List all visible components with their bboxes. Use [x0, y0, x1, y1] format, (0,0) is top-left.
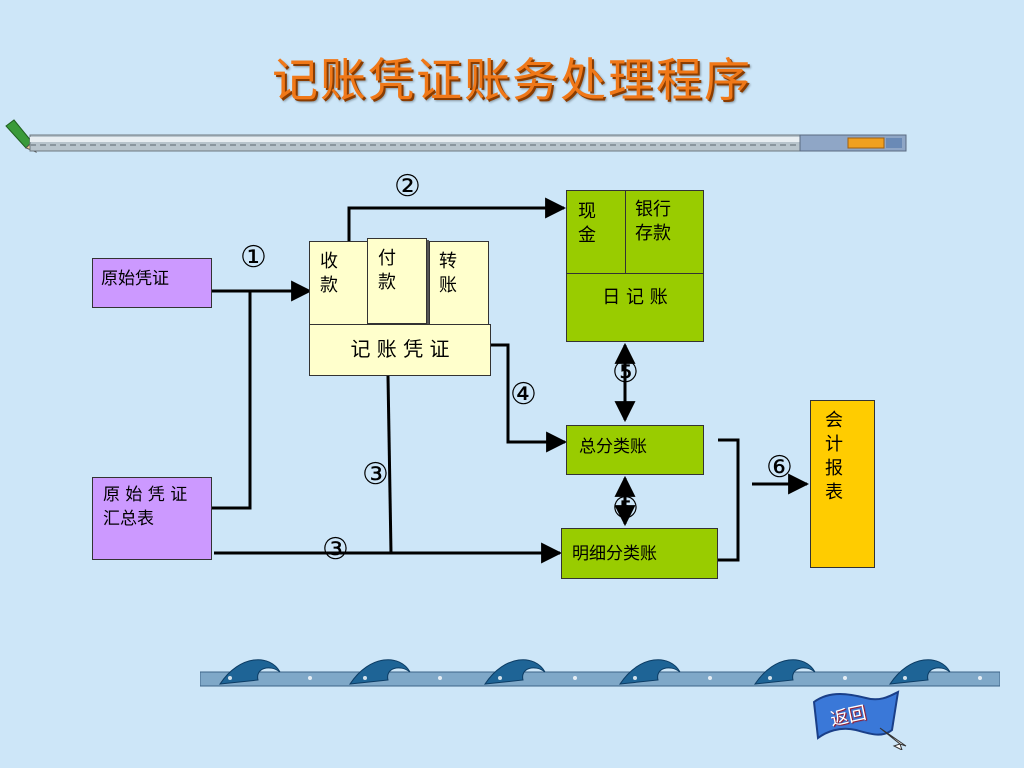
- voucher-divider: [429, 241, 430, 327]
- original-summary-label-2: 汇总表: [103, 509, 154, 529]
- step-3-label-b: ③: [322, 532, 349, 567]
- journal-vdivider: [625, 190, 626, 274]
- accounting-report-box: 会计 报表: [810, 400, 875, 568]
- flag-icon: [812, 690, 907, 750]
- journal-box: [566, 190, 704, 342]
- detail-ledger-box: 明细分类账: [561, 528, 718, 579]
- original-summary-label-1: 原 始 凭 证: [103, 485, 188, 505]
- arrow-step-4: [491, 343, 568, 453]
- step-5-label-b: ⑤: [612, 491, 639, 526]
- journal-hdivider: [566, 273, 704, 274]
- line-summary-to-voucher: [212, 291, 252, 510]
- wave-decoration: [200, 659, 1000, 687]
- original-summary-box: 原 始 凭 证 汇总表: [92, 477, 212, 560]
- line-step-3-voucher: [386, 375, 393, 554]
- journal-label: 日 记 账: [602, 287, 668, 308]
- bracket-ledgers: [718, 438, 740, 562]
- original-voucher-label: 原始凭证: [101, 269, 169, 289]
- bank-journal: 银行存款: [635, 199, 671, 244]
- step-5-label-a: ⑤: [612, 355, 639, 390]
- step-1-label: ①: [240, 240, 267, 275]
- receipt-voucher: 收款: [320, 251, 338, 296]
- arrow-step-2: [347, 197, 567, 241]
- transfer-voucher: 转账: [439, 251, 457, 296]
- original-voucher-box: 原始凭证: [92, 258, 212, 308]
- payment-voucher: 付款: [367, 238, 427, 324]
- page-title: 记账凭证账务处理程序: [272, 53, 752, 107]
- voucher-box: 记 账 凭 证: [309, 324, 491, 376]
- step-3-label-a: ③: [362, 457, 389, 492]
- step-6-label: ⑥: [766, 450, 793, 485]
- general-ledger-box: 总分类账: [566, 425, 704, 475]
- step-4-label: ④: [510, 377, 537, 412]
- cash-journal: 现金: [578, 201, 596, 246]
- step-2-label: ②: [394, 169, 421, 204]
- return-button[interactable]: 返回: [810, 688, 910, 750]
- pencil-ruler-divider: [5, 119, 907, 153]
